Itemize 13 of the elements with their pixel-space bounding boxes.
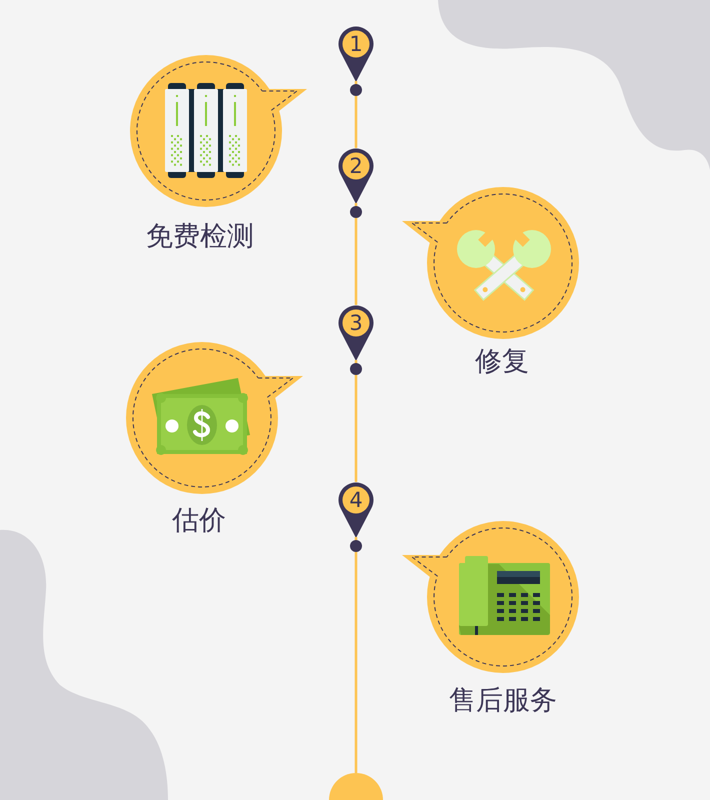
timeline-line xyxy=(354,96,358,148)
timeline-line xyxy=(354,552,358,773)
step-label: 售后服务 xyxy=(449,685,557,717)
step-number: 2 xyxy=(349,155,363,177)
timeline-line xyxy=(354,375,358,482)
step-label: 免费检测 xyxy=(146,221,254,253)
step-number: 1 xyxy=(349,33,363,55)
timeline-end-cap xyxy=(329,773,383,800)
step-number: 4 xyxy=(349,489,363,511)
step-number: 3 xyxy=(349,312,363,334)
timeline-line xyxy=(354,218,358,305)
step-label: 估价 xyxy=(172,505,226,537)
step-label: 修复 xyxy=(475,346,529,378)
